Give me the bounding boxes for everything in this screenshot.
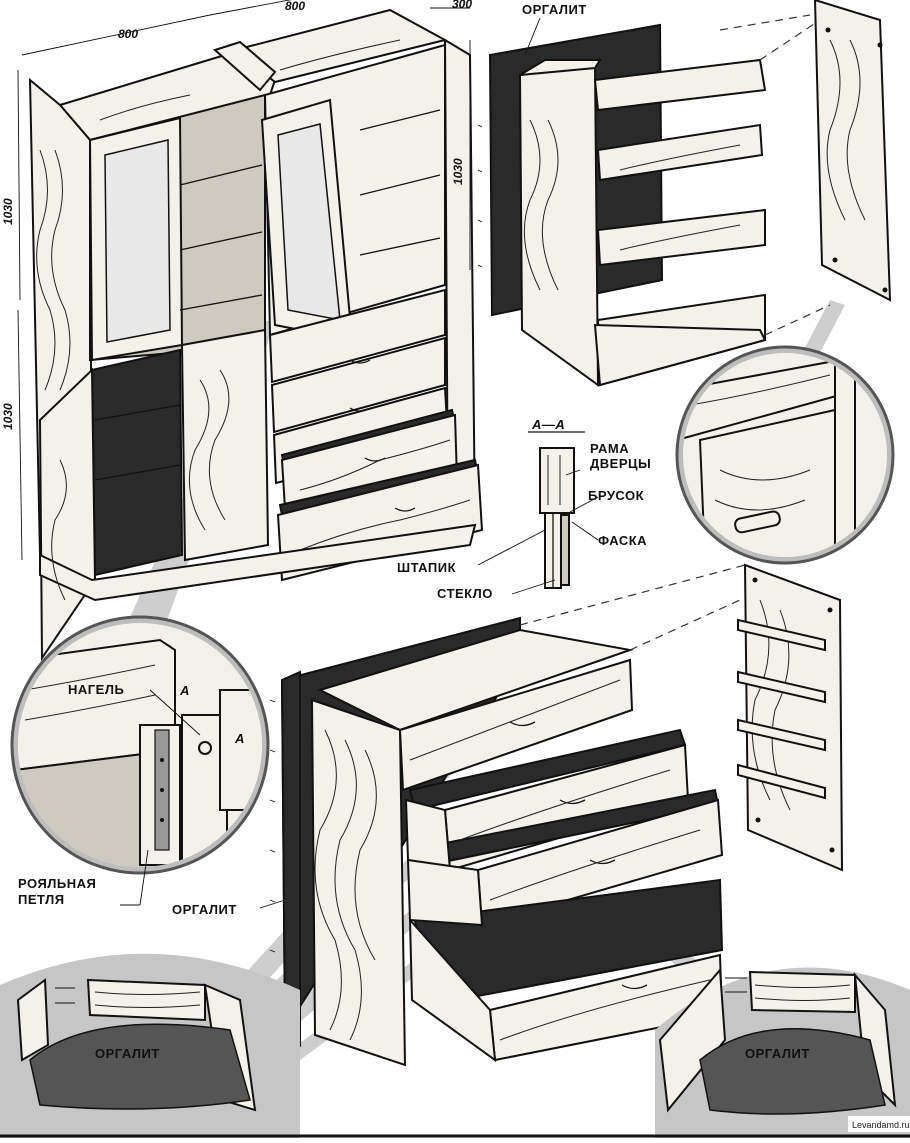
drawer-side-panel <box>737 563 844 872</box>
orgalit-drawer-left-label: ОРГАЛИТ <box>95 1046 160 1061</box>
section-title: А—А <box>531 417 565 432</box>
main-cabinet <box>28 8 484 662</box>
width-right-label: 800 <box>285 0 305 13</box>
height-lower-label: 1030 <box>1 403 15 430</box>
door-frame-label-2: ДВЕРЦЫ <box>590 456 651 471</box>
height-upper-label: 1030 <box>1 198 15 225</box>
orgalit-bottom-label: ОРГАЛИТ <box>172 902 237 917</box>
dowel-callout <box>675 345 895 565</box>
orgalit-drawer-right-label: ОРГАЛИТ <box>745 1046 810 1061</box>
upper-shelf-unit <box>477 0 892 387</box>
brusok-label: БРУСОК <box>588 488 644 503</box>
chest-of-drawers <box>269 564 746 1067</box>
piano-hinge-label-2: ПЕТЛЯ <box>18 892 65 907</box>
dimension-lines <box>17 0 471 561</box>
section-mark-a2: А <box>234 731 245 746</box>
watermark-text: Levandamd.ru <box>852 1120 910 1130</box>
shtapik-label: ШТАПИК <box>397 560 456 575</box>
piano-hinge-label-1: РОЯЛЬНАЯ <box>18 876 96 891</box>
orgalit-top-label: ОРГАЛИТ <box>522 2 587 17</box>
width-left-label: 800 <box>118 27 138 41</box>
faska-label: ФАСКА <box>598 533 647 548</box>
watermark-box <box>848 1116 910 1132</box>
section-mark-a1: А <box>179 683 190 698</box>
section-aa <box>477 431 599 595</box>
door-frame-label-1: РАМА <box>590 441 629 456</box>
depth-label: 300 <box>452 0 472 11</box>
drawer-detail-right <box>655 967 910 1138</box>
height-right-label: 1030 <box>451 158 465 185</box>
steklo-label: СТЕКЛО <box>437 586 493 601</box>
hinge-callout <box>10 615 270 875</box>
drawer-detail-left <box>0 953 300 1138</box>
nagel-label: НАГЕЛЬ <box>68 682 124 697</box>
